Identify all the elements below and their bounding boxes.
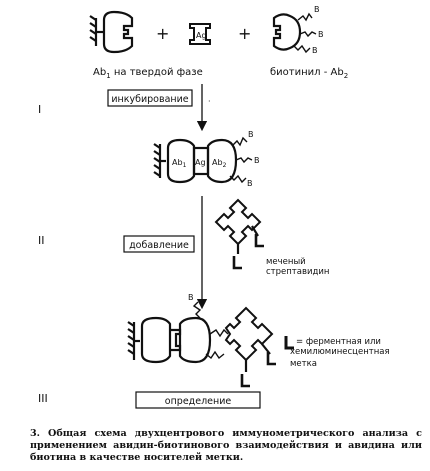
biotin-b-label: B (188, 293, 194, 302)
label-l-icon (240, 352, 276, 388)
biotin-b-label: B (312, 46, 318, 55)
step-number-2: II (38, 234, 45, 247)
biotin-b-label: B (248, 130, 254, 139)
streptavidin-label-line2: стрептавидин (266, 267, 329, 277)
step-number-1: I (38, 103, 41, 116)
marker-dot: · (208, 97, 211, 106)
legend-line3: метка (290, 359, 317, 369)
step-box-incubation (107, 89, 193, 107)
legend-line2: хемилюминесцентная (290, 347, 390, 357)
legend-line1: = ферментная или (296, 337, 381, 347)
figure-caption: 3. Общая схема двухцентрового иммунометр… (30, 428, 422, 463)
complex-ag-label: Ag (195, 158, 206, 167)
ab1-solid-phase-label: Ab1 на твердой фазе (93, 67, 203, 80)
plus-sign-2: + (238, 24, 251, 43)
streptavidin-label-line1: меченый (266, 257, 306, 267)
plus-sign-1: + (156, 24, 169, 43)
complex-ab2-label: Ab2 (212, 158, 227, 169)
biotin-b-label: B (318, 30, 324, 39)
biotinyl-ab2-icon (272, 12, 317, 54)
step-label-addition: добавление (129, 240, 189, 251)
final-complex-icon (127, 301, 274, 372)
ab1-solid-phase-icon (89, 10, 134, 54)
legend-l-icon (284, 336, 294, 350)
step-label-incubation: инкубирование (111, 94, 188, 105)
step-number-3: III (38, 392, 48, 405)
biotinyl-ab2-label: биотинил - Ab2 (270, 67, 348, 80)
antigen-icon (189, 23, 211, 45)
label-l-icon (232, 234, 264, 270)
step-label-detection: определение (165, 396, 232, 407)
labelled-streptavidin-icon (214, 198, 262, 254)
biotin-b-label: B (254, 156, 260, 165)
biotin-b-label: B (247, 179, 253, 188)
complex-ab1-label: Ab1 (172, 158, 187, 169)
sandwich-complex-icon (153, 136, 253, 184)
step-box-detection (135, 391, 261, 409)
biotin-b-label: B (314, 5, 320, 14)
step-box-addition (123, 235, 195, 253)
antigen-label: Ag (196, 31, 207, 40)
